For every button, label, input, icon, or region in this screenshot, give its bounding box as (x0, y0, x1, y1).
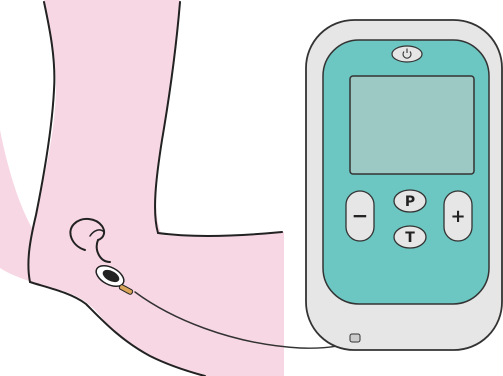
power-button[interactable] (392, 46, 422, 62)
plus-button[interactable]: + (444, 191, 472, 241)
program-button-label: P (405, 194, 415, 210)
plus-button-label: + (450, 206, 465, 227)
arm-skin (0, 0, 284, 376)
minus-button-label: − (352, 204, 369, 228)
time-button[interactable]: T (394, 226, 426, 248)
time-button-label: T (405, 230, 415, 246)
cable-port (350, 334, 360, 342)
arm-illustration (0, 0, 284, 376)
display-screen (350, 76, 474, 174)
program-button[interactable]: P (394, 190, 426, 212)
minus-button[interactable]: − (346, 191, 374, 241)
tens-device: − + P T (306, 20, 502, 350)
